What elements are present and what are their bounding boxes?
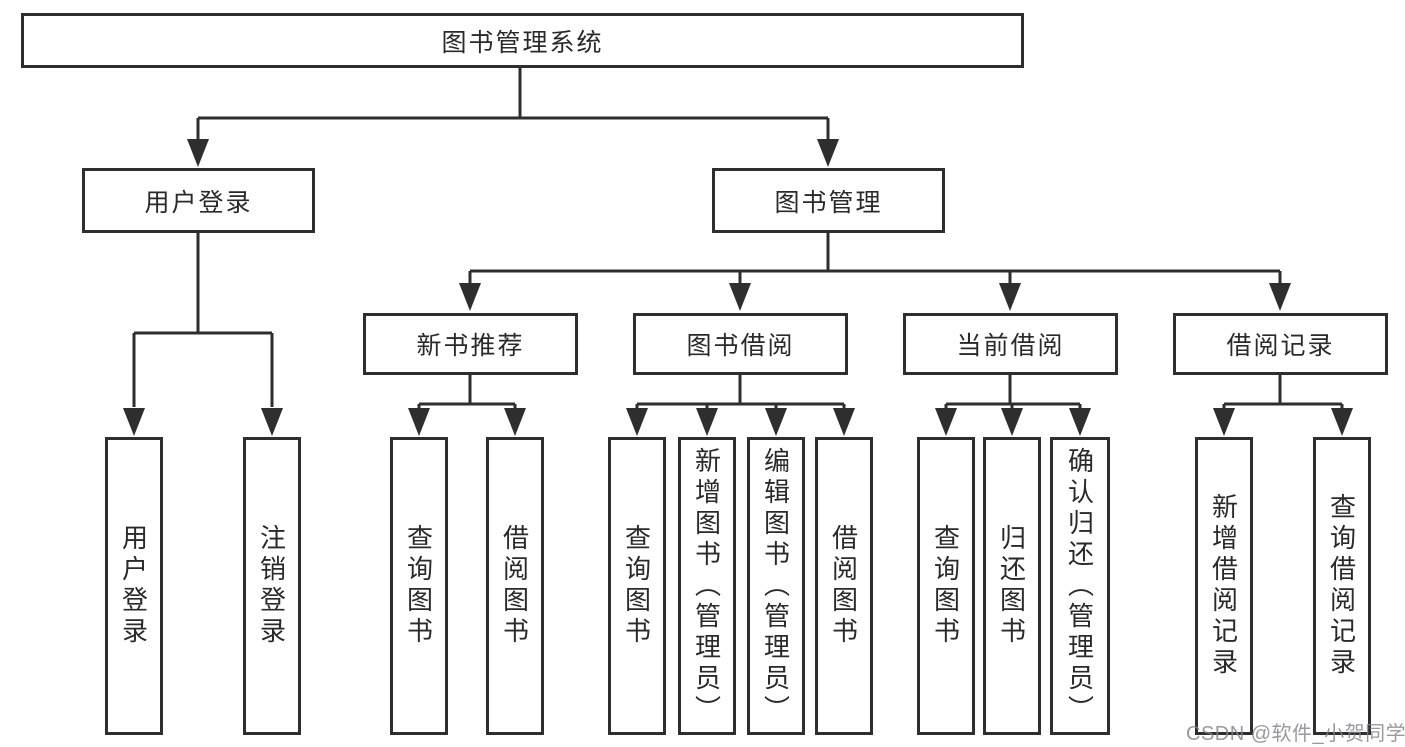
node-root: 图书管理系统 [21,13,1024,68]
arrowheads [123,139,1353,436]
leaf-confirm-return-admin-label: 确认归还（管理员） [1064,446,1095,726]
leaf-borrow-books-recommend: 借阅图书 [486,437,544,735]
leaf-logout-login: 注销登录 [243,437,301,735]
node-book-management: 图书管理 [712,168,945,233]
leaf-borrow-books-label: 借阅图书 [828,524,859,648]
node-book-management-label: 图书管理 [774,188,883,217]
leaf-logout-login-label: 注销登录 [256,524,287,648]
node-root-label: 图书管理系统 [441,28,604,57]
node-current-borrow-label: 当前借阅 [956,332,1065,360]
leaf-confirm-return-admin: 确认归还（管理员） [1050,437,1110,735]
leaf-user-login-label: 用户登录 [118,524,149,648]
leaf-return-books-label: 归还图书 [996,524,1027,648]
leaf-edit-books-admin-label: 编辑图书（管理员） [760,446,791,726]
node-book-borrow: 图书借阅 [633,313,848,375]
node-borrow-records-label: 借阅记录 [1226,332,1335,360]
node-user-login-label: 用户登录 [144,188,253,217]
leaf-add-books-admin-label: 新增图书（管理员） [691,446,722,726]
leaf-user-login: 用户登录 [105,437,163,735]
node-new-book-recommend-label: 新书推荐 [416,332,525,360]
leaf-borrow-books-recommend-label: 借阅图书 [499,524,530,648]
leaf-add-borrow-record-label: 新增借阅记录 [1208,493,1239,679]
leaf-query-borrow-record-label: 查询借阅记录 [1326,493,1357,679]
leaf-add-books-admin: 新增图书（管理员） [678,437,736,735]
node-book-borrow-label: 图书借阅 [686,332,795,360]
leaf-return-books: 归还图书 [983,437,1041,735]
leaf-query-borrow-record: 查询借阅记录 [1313,437,1371,735]
node-borrow-records: 借阅记录 [1173,313,1388,375]
leaf-query-books-borrow-label: 查询图书 [621,524,652,648]
leaf-query-books-recommend-label: 查询图书 [403,524,434,648]
leaf-borrow-books: 借阅图书 [815,437,873,735]
node-new-book-recommend: 新书推荐 [363,313,578,375]
leaf-add-borrow-record: 新增借阅记录 [1195,437,1253,735]
leaf-query-books-recommend: 查询图书 [390,437,448,735]
leaf-query-books-current: 查询图书 [917,437,975,735]
node-current-borrow: 当前借阅 [903,313,1118,375]
leaf-query-books-borrow: 查询图书 [608,437,666,735]
leaf-edit-books-admin: 编辑图书（管理员） [747,437,805,735]
node-user-login: 用户登录 [82,168,315,233]
csdn-watermark: CSDN @软件_小贺同学 [1186,723,1405,745]
leaf-query-books-current-label: 查询图书 [930,524,961,648]
